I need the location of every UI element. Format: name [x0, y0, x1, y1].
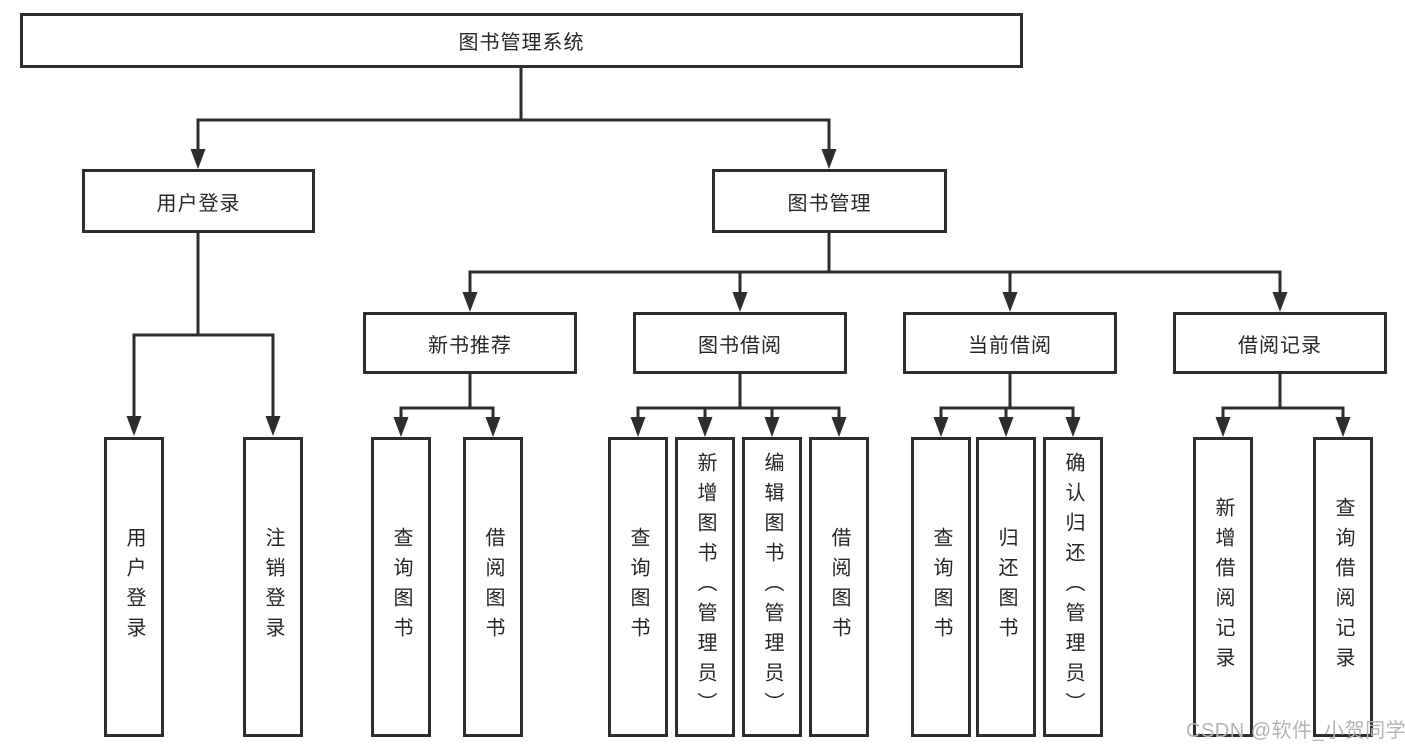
- node-label: 新增图书（管理员）: [694, 452, 716, 722]
- leaf-query-books-borrowing: 查询图书: [608, 437, 668, 737]
- leaf-borrow-books-borrowing: 借阅图书: [809, 437, 869, 737]
- leaf-query-borrow-record: 查询借阅记录: [1313, 437, 1373, 737]
- node-label: 查询图书: [390, 527, 412, 647]
- arrowheads: [126, 149, 1351, 437]
- node-label: 查询图书: [627, 527, 649, 647]
- node-label: 借阅记录: [1238, 334, 1322, 357]
- node-label: 图书管理系统: [458, 32, 585, 54]
- node-current-borrowing: 当前借阅: [903, 312, 1117, 374]
- node-label: 确认归还（管理员）: [1062, 452, 1084, 722]
- node-label: 新书推荐: [428, 334, 512, 357]
- node-label: 用户登录: [156, 192, 241, 215]
- node-label: 查询借阅记录: [1332, 497, 1354, 677]
- leaf-edit-books-admin: 编辑图书（管理员）: [742, 437, 802, 737]
- node-user-login: 用户登录: [82, 169, 315, 233]
- leaf-borrow-books-recommend: 借阅图书: [463, 437, 523, 737]
- leaf-add-borrow-record: 新增借阅记录: [1193, 437, 1253, 737]
- node-label: 查询图书: [930, 527, 952, 647]
- node-library-management-system: 图书管理系统: [20, 13, 1023, 68]
- leaf-query-books-current: 查询图书: [911, 437, 971, 737]
- node-label: 用户登录: [123, 527, 145, 647]
- leaf-user-login: 用户登录: [104, 437, 164, 737]
- leaf-confirm-return-admin: 确认归还（管理员）: [1043, 437, 1103, 737]
- node-label: 编辑图书（管理员）: [761, 452, 783, 722]
- node-borrowing-records: 借阅记录: [1173, 312, 1387, 374]
- node-label: 借阅图书: [482, 527, 504, 647]
- leaf-return-books: 归还图书: [976, 437, 1036, 737]
- leaf-logout: 注销登录: [243, 437, 303, 737]
- node-label: 归还图书: [995, 527, 1017, 647]
- node-label: 图书管理: [787, 192, 872, 215]
- node-label: 借阅图书: [828, 527, 850, 647]
- node-new-book-recommendation: 新书推荐: [363, 312, 577, 374]
- node-label: 图书借阅: [698, 334, 782, 357]
- node-book-management: 图书管理: [712, 169, 947, 233]
- node-book-borrowing: 图书借阅: [633, 312, 847, 374]
- node-label: 注销登录: [262, 527, 284, 647]
- node-label: 当前借阅: [968, 334, 1052, 357]
- leaf-query-books-recommend: 查询图书: [371, 437, 431, 737]
- csdn-watermark: CSDN @软件_小贺同学: [1186, 720, 1405, 742]
- node-label: 新增借阅记录: [1212, 497, 1234, 677]
- leaf-add-books-admin: 新增图书（管理员）: [675, 437, 735, 737]
